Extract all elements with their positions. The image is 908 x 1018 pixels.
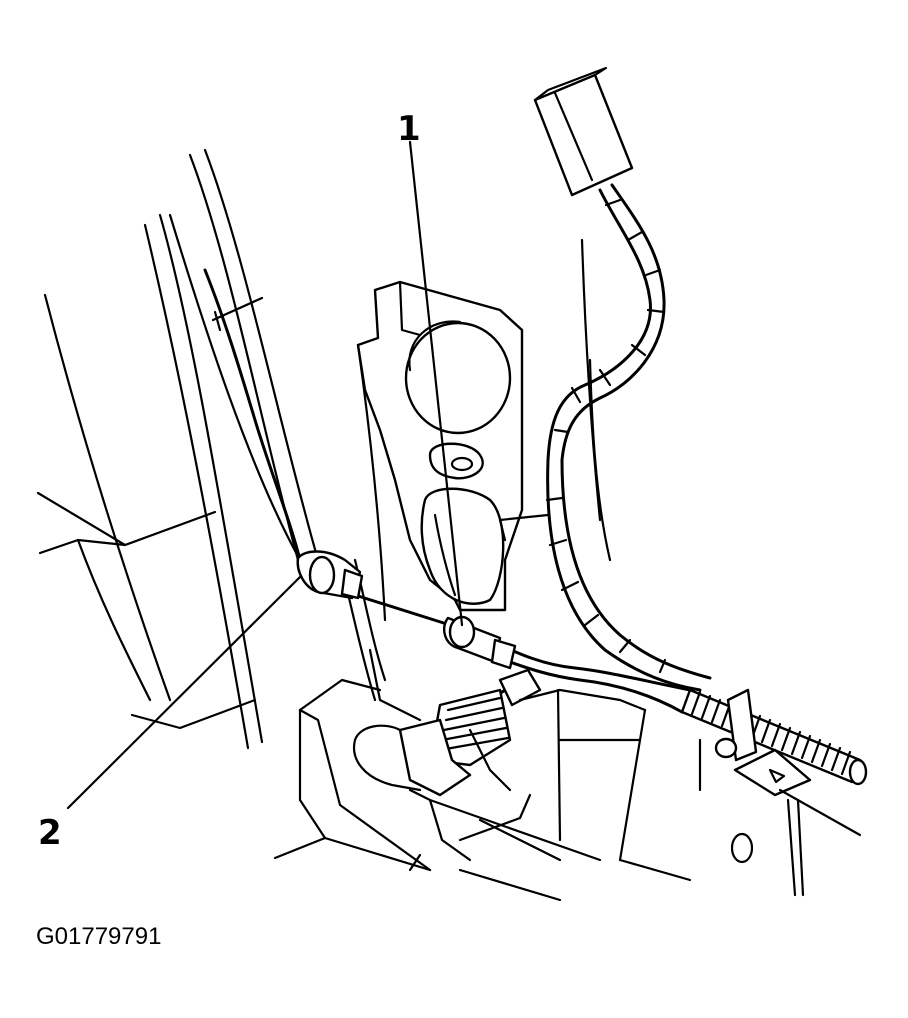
- upper-connector-harness: [498, 66, 712, 692]
- component-1-connector: [353, 593, 692, 714]
- callout-number-2: 2: [38, 813, 62, 853]
- callout-number-1: 1: [397, 109, 421, 149]
- pigtail-connector: [352, 668, 542, 797]
- component-2-connector: [203, 268, 364, 600]
- left-body-panel: [36, 148, 320, 750]
- callout-leaders: [66, 140, 464, 810]
- leader-line-2: [66, 575, 302, 810]
- corrugated-conduit: [680, 688, 868, 797]
- figure-id-label: G01779791: [36, 923, 161, 950]
- leader-line-1: [408, 140, 464, 627]
- lower-structure: [273, 648, 862, 902]
- trim-bracket: [338, 280, 524, 702]
